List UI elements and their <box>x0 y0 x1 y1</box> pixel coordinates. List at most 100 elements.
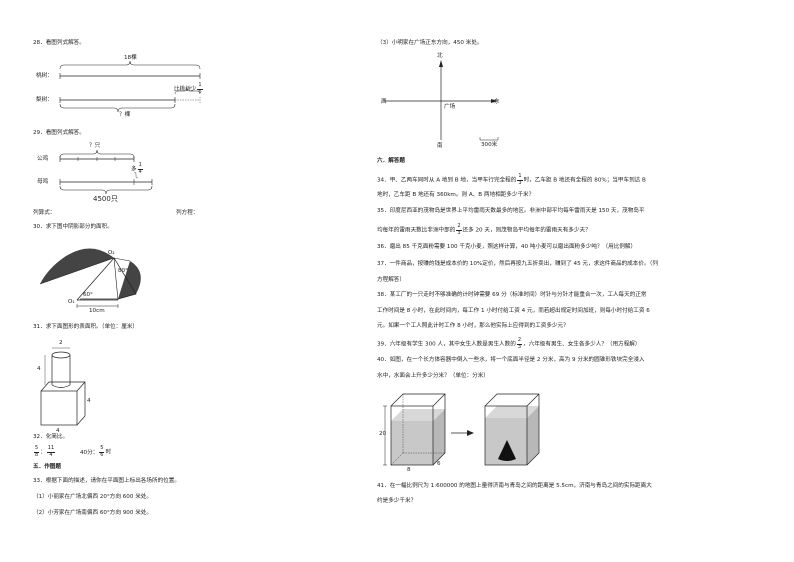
q40-dim-d: 6 <box>437 461 441 467</box>
q38-line2: 工作时间是 8 小时，在此时间内，每工作 1 小时付给工资 4 元，而若超出规定… <box>377 308 650 314</box>
q30-length-label: 10cm <box>89 308 105 314</box>
q40-dim-h: 20 <box>379 431 387 437</box>
q30-angle1-label: 80° <box>118 268 128 274</box>
q40-arrow-icon <box>467 430 474 436</box>
q32-d-n: 5 <box>99 445 105 453</box>
q30-title: 30．求下图中阴影部分的面积。 <box>33 224 113 230</box>
q40-line1: 40．如图，在一个长方体容器中倒入一些水，将一个底面半径是 2 分米，高为 9 … <box>377 357 645 363</box>
q31-title: 31．求下面图形的表面积。（单位：厘米） <box>33 324 139 330</box>
q35-line1: 35．印度尼西亚的茂物岛是世界上平均雷雨天数最多的地区。非洲中部平均每年雷雨天是… <box>377 208 645 214</box>
q35-text-a: 均每年的雷雨天数比非洲中部的 <box>377 227 456 234</box>
compass-east: 东 <box>494 99 500 105</box>
q28-pear-label: 梨树： <box>36 97 53 103</box>
q29-equation-label: 列方程： <box>176 210 199 216</box>
q35-text-b: 还多 20 天，则茂物岛平均每年的雷雨天有多少天？ <box>462 227 591 234</box>
compass-south: 南 <box>437 143 443 149</box>
compass-scale: 300米 <box>481 142 498 148</box>
compass-center: 广场 <box>444 104 456 110</box>
q37-line2: 方程解答） <box>377 277 405 283</box>
q34-frac-n: 1 <box>517 173 523 181</box>
q32-c: 40分： <box>79 449 99 456</box>
q33-item1: （1）小丽家在广场北偏西 20°方向 600 米处。 <box>33 494 152 500</box>
q41-line1: 41．在一幅比例尺为 1:600000 的地图上量得济南与青岛之间的距离是 5.… <box>377 483 652 489</box>
q29-formula-label: 列算式： <box>33 210 56 216</box>
q40-water-left <box>391 421 433 465</box>
q37-line1: 37．一件商品，按赚的钱是成本价的 10%定价，然后再按九五折卖出，赚到了 45… <box>377 261 658 267</box>
q35-frac-d: 3 <box>457 229 461 236</box>
q32-a-d: 8 <box>35 451 39 458</box>
q29-total-label: 4500只 <box>93 195 118 203</box>
q30-angle2-label: 60° <box>83 292 93 298</box>
q30-shaded-right <box>118 261 141 299</box>
compass-west: 西 <box>381 99 387 105</box>
q34-frac-d: 3 <box>518 179 522 186</box>
q39-frac-n: 2 <box>516 337 523 345</box>
q32-a-n: 5 <box>34 445 40 453</box>
q29-unknown-label: ？只 <box>89 143 101 149</box>
section5-heading: 五．作图题 <box>33 464 61 470</box>
q31-dim-right: 4 <box>87 398 91 404</box>
q29-frac-n: 1 <box>137 162 143 170</box>
q32-d-d: 6 <box>100 451 104 458</box>
q31-dim-top: 2 <box>59 340 63 346</box>
q29-rooster-label: 公鸡 <box>37 156 49 162</box>
q33-item3: （3）小明家在广场正东方向，450 米处。 <box>377 40 483 46</box>
q30-o2-label: O₂ <box>108 250 115 256</box>
q34-text-a: 34．甲、乙两车同时从 A 地到 B 地，当甲车行完全程的 <box>377 177 517 184</box>
q32-title: 32．化简比。 <box>33 434 69 440</box>
q29-frac-d: 4 <box>138 168 142 175</box>
q34-line2: 地时，乙车距 B 地还有 360km。则 A、B 两地相距多少千米？ <box>377 192 535 198</box>
q31-dim-left: 4 <box>37 366 41 372</box>
q34-text-b: 时，乙车距 B 地还有全程的 80%；当甲车到达 B <box>523 177 646 184</box>
q40-dim-w: 8 <box>407 467 411 473</box>
q32-b-n: 11 <box>46 445 56 453</box>
q28-title: 28．看图列式解答。 <box>33 40 85 46</box>
compass-north: 北 <box>437 53 443 59</box>
q29-title: 29．看图列式解答。 <box>33 130 85 136</box>
q32-d-unit: 时 <box>105 449 112 456</box>
q35-frac-n: 2 <box>456 223 462 231</box>
q39-text-b: ，六年级有男生、女生各多少人？（用方程解） <box>523 341 641 348</box>
q40-line2: 水中，水面会上升多少分米？（单位：分米） <box>377 373 489 379</box>
q29-hen-label: 母鸡 <box>37 179 49 185</box>
q33-title: 33．根据下面的描述，请你在平面图上标出各场所的位置。 <box>33 478 180 484</box>
q29-more-text: 多 <box>131 166 137 173</box>
q31-dim-bottom: 4 <box>56 428 60 434</box>
q36: 36．磨出 85 千克面粉需要 100 千克小麦，照这样计算，40 吨小麦可以磨… <box>377 244 637 250</box>
q40-cone <box>498 440 516 461</box>
q38-line1: 38．某工厂的一只走时不够准确的计时钟需要 69 分（标准时间）时针与分针才能重… <box>377 292 647 298</box>
q38-line3: 元。如果一个工人照此计时工作 8 小时，那么他实际上应得到的工资多少元？ <box>377 323 569 329</box>
q28-unknown-label: ？棵 <box>119 112 131 118</box>
section6-heading: 六．解答题 <box>377 158 405 164</box>
q28-total-label: 18棵 <box>124 55 137 61</box>
q33-item2: （2）小芳家在广场南偏西 60°方向 900 米处。 <box>33 510 152 516</box>
q39-text-a: 39．六年级有学生 300 人，其中女生人数是男生人数的 <box>377 341 516 348</box>
q28-peach-label: 桃树： <box>36 73 53 79</box>
q28-less-text: 比桃树少 <box>174 86 197 93</box>
q41-line2: 约是多少千米？ <box>377 498 417 504</box>
q39-frac-d: 3 <box>517 343 522 350</box>
q30-o1-label: O₁ <box>68 299 75 305</box>
q28-frac-d: 6 <box>198 88 202 95</box>
q32-sep: ： <box>40 449 46 456</box>
q30-shaded-left <box>40 248 114 284</box>
